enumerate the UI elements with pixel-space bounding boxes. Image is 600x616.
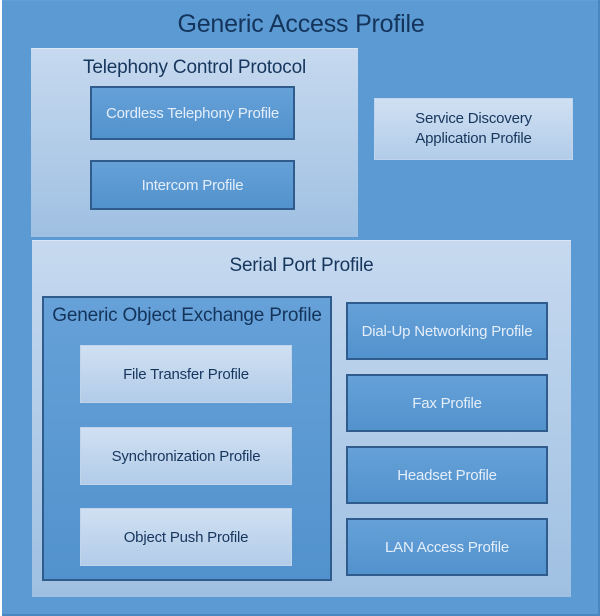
- synchronization-profile-label: Synchronization Profile: [111, 447, 261, 465]
- synchronization-profile-box: Synchronization Profile: [80, 427, 292, 485]
- service-discovery-application-profile-box: Service Discovery Application Profile: [374, 98, 573, 160]
- generic-object-exchange-profile-group: Generic Object Exchange Profile File Tra…: [42, 296, 332, 581]
- telephony-control-protocol-group: Telephony Control Protocol Cordless Tele…: [31, 48, 358, 237]
- intercom-profile-box: Intercom Profile: [90, 160, 295, 210]
- fax-profile-label: Fax Profile: [412, 394, 482, 412]
- cordless-telephony-profile-box: Cordless Telephony Profile: [90, 86, 295, 140]
- dialup-networking-profile-label: Dial-Up Networking Profile: [361, 322, 533, 340]
- file-transfer-profile-box: File Transfer Profile: [80, 345, 292, 403]
- cordless-telephony-profile-label: Cordless Telephony Profile: [106, 104, 279, 122]
- serial-port-profile-group: Serial Port Profile Generic Object Excha…: [32, 240, 571, 597]
- headset-profile-box: Headset Profile: [346, 446, 548, 504]
- object-push-profile-label: Object Push Profile: [123, 528, 249, 546]
- serial-port-profile-label: Serial Port Profile: [229, 255, 374, 276]
- file-transfer-profile-label: File Transfer Profile: [123, 365, 249, 383]
- object-push-profile-box: Object Push Profile: [80, 508, 292, 566]
- fax-profile-box: Fax Profile: [346, 374, 548, 432]
- generic-object-exchange-profile-label: Generic Object Exchange Profile: [52, 305, 322, 326]
- telephony-control-protocol-label: Telephony Control Protocol: [83, 57, 306, 78]
- intercom-profile-label: Intercom Profile: [141, 176, 244, 194]
- headset-profile-label: Headset Profile: [397, 466, 497, 484]
- dialup-networking-profile-box: Dial-Up Networking Profile: [346, 302, 548, 360]
- lan-access-profile-label: LAN Access Profile: [385, 538, 509, 556]
- lan-access-profile-box: LAN Access Profile: [346, 518, 548, 576]
- generic-access-profile-title: Generic Access Profile: [177, 10, 425, 38]
- service-discovery-application-profile-label: Service Discovery Application Profile: [415, 109, 532, 147]
